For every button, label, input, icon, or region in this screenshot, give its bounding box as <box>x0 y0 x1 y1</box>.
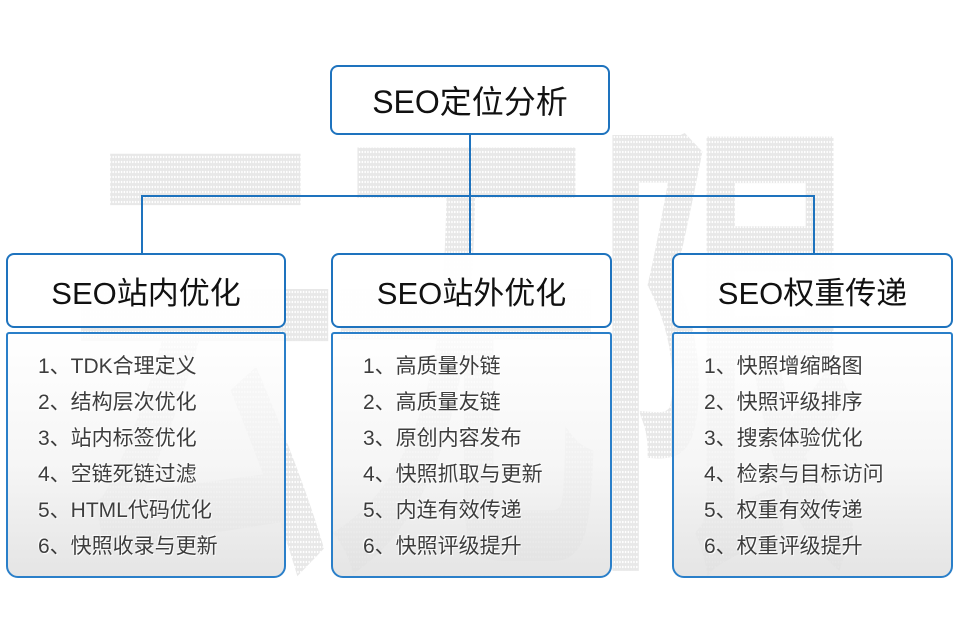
column-onsite-optimization: SEO站内优化 1、TDK合理定义 2、结构层次优化 3、站内标签优化 4、空链… <box>6 253 286 578</box>
list-item: 3、原创内容发布 <box>363 427 522 450</box>
column-onsite-list: 1、TDK合理定义 2、结构层次优化 3、站内标签优化 4、空链死链过滤 5、H… <box>38 349 274 565</box>
column-weight-header: SEO权重传递 <box>672 253 953 328</box>
list-item: 2、快照评级排序 <box>704 391 863 414</box>
list-item: 6、快照收录与更新 <box>38 535 218 558</box>
list-item: 5、HTML代码优化 <box>38 499 212 522</box>
root-node-label: SEO定位分析 <box>372 84 568 120</box>
list-item: 1、快照增缩略图 <box>704 355 863 378</box>
list-item: 6、快照评级提升 <box>363 535 522 558</box>
list-item: 4、检索与目标访问 <box>704 463 884 486</box>
column-weight-list-box: 1、快照增缩略图 2、快照评级排序 3、搜索体验优化 4、检索与目标访问 5、权… <box>672 332 953 578</box>
column-offsite-optimization: SEO站外优化 1、高质量外链 2、高质量友链 3、原创内容发布 4、快照抓取与… <box>331 253 612 578</box>
list-item: 3、站内标签优化 <box>38 427 197 450</box>
list-item: 1、TDK合理定义 <box>38 355 197 378</box>
column-onsite-list-box: 1、TDK合理定义 2、结构层次优化 3、站内标签优化 4、空链死链过滤 5、H… <box>6 332 286 578</box>
column-offsite-list-box: 1、高质量外链 2、高质量友链 3、原创内容发布 4、快照抓取与更新 5、内连有… <box>331 332 612 578</box>
column-offsite-header: SEO站外优化 <box>331 253 612 328</box>
list-item: 4、空链死链过滤 <box>38 463 197 486</box>
connector-root-vertical <box>469 135 471 196</box>
list-item: 2、结构层次优化 <box>38 391 197 414</box>
list-item: 5、权重有效传递 <box>704 499 863 522</box>
connector-drop-middle <box>469 196 471 254</box>
list-item: 1、高质量外链 <box>363 355 501 378</box>
column-onsite-header: SEO站内优化 <box>6 253 286 328</box>
column-weight-title: SEO权重传递 <box>717 276 908 311</box>
column-weight-list: 1、快照增缩略图 2、快照评级排序 3、搜索体验优化 4、检索与目标访问 5、权… <box>704 349 941 565</box>
list-item: 6、权重评级提升 <box>704 535 863 558</box>
root-node: SEO定位分析 <box>330 65 610 135</box>
column-offsite-list: 1、高质量外链 2、高质量友链 3、原创内容发布 4、快照抓取与更新 5、内连有… <box>363 349 600 565</box>
column-offsite-title: SEO站外优化 <box>376 276 567 311</box>
column-onsite-title: SEO站内优化 <box>51 276 241 311</box>
list-item: 3、搜索体验优化 <box>704 427 863 450</box>
list-item: 4、快照抓取与更新 <box>363 463 543 486</box>
connector-drop-right <box>813 196 815 254</box>
list-item: 5、内连有效传递 <box>363 499 522 522</box>
list-item: 2、高质量友链 <box>363 391 501 414</box>
column-weight-transfer: SEO权重传递 1、快照增缩略图 2、快照评级排序 3、搜索体验优化 4、检索与… <box>672 253 953 578</box>
connector-drop-left <box>141 196 143 254</box>
connector-horizontal-bar <box>141 195 815 197</box>
